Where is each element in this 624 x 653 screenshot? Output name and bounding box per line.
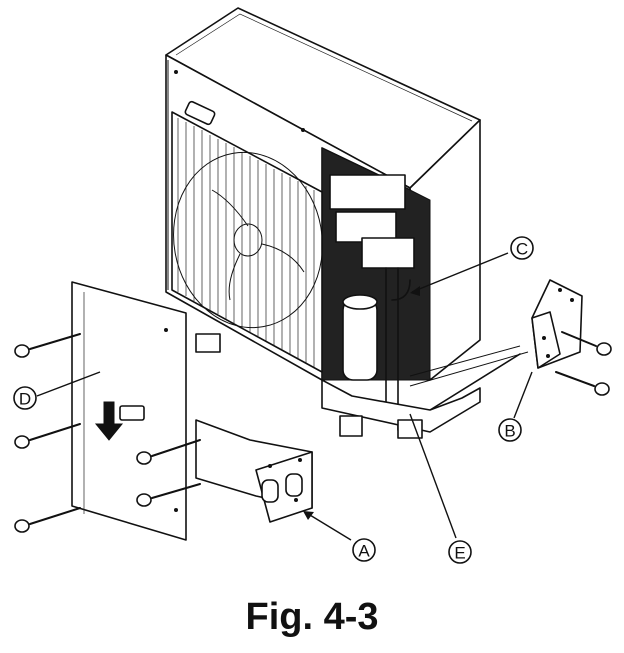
callout-d: D	[13, 386, 37, 410]
pipe-cover-a	[195, 419, 313, 523]
valve-block	[361, 237, 415, 269]
mounting-foot-left	[195, 333, 221, 353]
service-panel-d	[71, 281, 187, 541]
callout-b-label: B	[504, 422, 515, 441]
screw	[555, 371, 610, 396]
callout-a-label: A	[358, 542, 370, 561]
screw	[136, 483, 201, 507]
callout-d-label: D	[19, 390, 31, 409]
callout-b: B	[498, 418, 522, 442]
screw	[14, 333, 81, 358]
leader-d	[36, 371, 101, 397]
mounting-foot-right	[397, 419, 423, 439]
callout-c: C	[510, 236, 534, 260]
callout-a: A	[352, 538, 376, 562]
compressor	[342, 299, 378, 381]
panel-handle	[119, 405, 145, 421]
internal-components	[195, 174, 529, 439]
electrical-parts	[335, 211, 397, 243]
screws-left	[14, 333, 81, 533]
screws-cover-b	[555, 331, 612, 396]
callout-e-label: E	[454, 544, 465, 563]
nameplate	[184, 100, 216, 126]
leader-a	[304, 511, 352, 541]
leader-e	[409, 413, 457, 539]
screw	[561, 331, 612, 356]
callout-c-label: C	[516, 240, 528, 259]
down-arrow-icon	[94, 401, 124, 441]
pipe-cover-b	[531, 279, 583, 369]
mounting-foot-front	[339, 415, 363, 437]
screw	[14, 507, 81, 533]
control-box	[329, 174, 406, 210]
fan-grille	[171, 111, 323, 373]
callout-e: E	[448, 540, 472, 564]
screw	[14, 423, 81, 449]
leader-b	[513, 371, 533, 419]
leader-lines	[36, 252, 533, 541]
screws-cover-a	[136, 439, 201, 507]
figure-caption: Fig. 4-3	[245, 596, 379, 638]
leader-c	[411, 252, 509, 293]
screw	[136, 439, 201, 465]
